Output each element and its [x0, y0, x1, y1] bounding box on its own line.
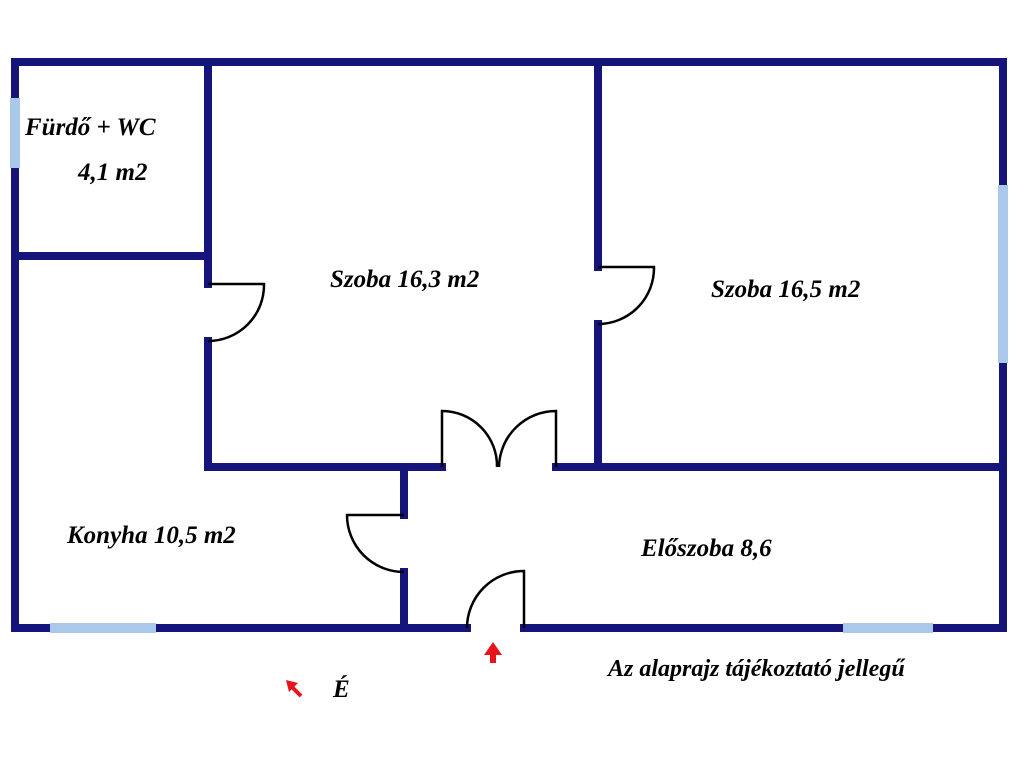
- north-arrow-shaft: [290, 685, 303, 698]
- entrance-arrow-head: [484, 642, 502, 655]
- window-kitchen: [50, 623, 156, 633]
- door-kitchen-room1: [207, 282, 266, 343]
- window-bath: [10, 98, 20, 168]
- door-room1-room2: [597, 265, 656, 326]
- bath-name-label: Fürdő + WC: [24, 114, 156, 141]
- room1-label: Szoba 16,3 m2: [330, 266, 479, 293]
- door-entrance: [465, 569, 526, 629]
- windows: [10, 98, 1008, 633]
- room-labels: Fürdő + WC 4,1 m2 Szoba 16,3 m2 Szoba 16…: [24, 114, 860, 562]
- window-hall: [843, 623, 933, 633]
- north-arrow-head: [286, 680, 298, 692]
- bath-area-label: 4,1 m2: [77, 159, 147, 186]
- kitchen-label: Konyha 10,5 m2: [66, 522, 236, 549]
- door-room1-hall-left: [440, 409, 499, 468]
- north-arrow-icon: [286, 680, 303, 698]
- door-kitchen-hall: [345, 513, 405, 574]
- entrance-arrow-icon: [484, 642, 502, 663]
- window-room2: [998, 185, 1008, 363]
- north-label: É: [332, 675, 350, 703]
- entrance-arrow-shaft: [490, 653, 496, 663]
- disclaimer-note: Az alaprajz tájékoztató jellegű: [606, 656, 906, 682]
- room2-label: Szoba 16,5 m2: [711, 276, 860, 303]
- hall-label: Előszoba 8,6: [640, 535, 772, 562]
- doors: [207, 265, 656, 629]
- door-room2-hall-right: [497, 409, 558, 468]
